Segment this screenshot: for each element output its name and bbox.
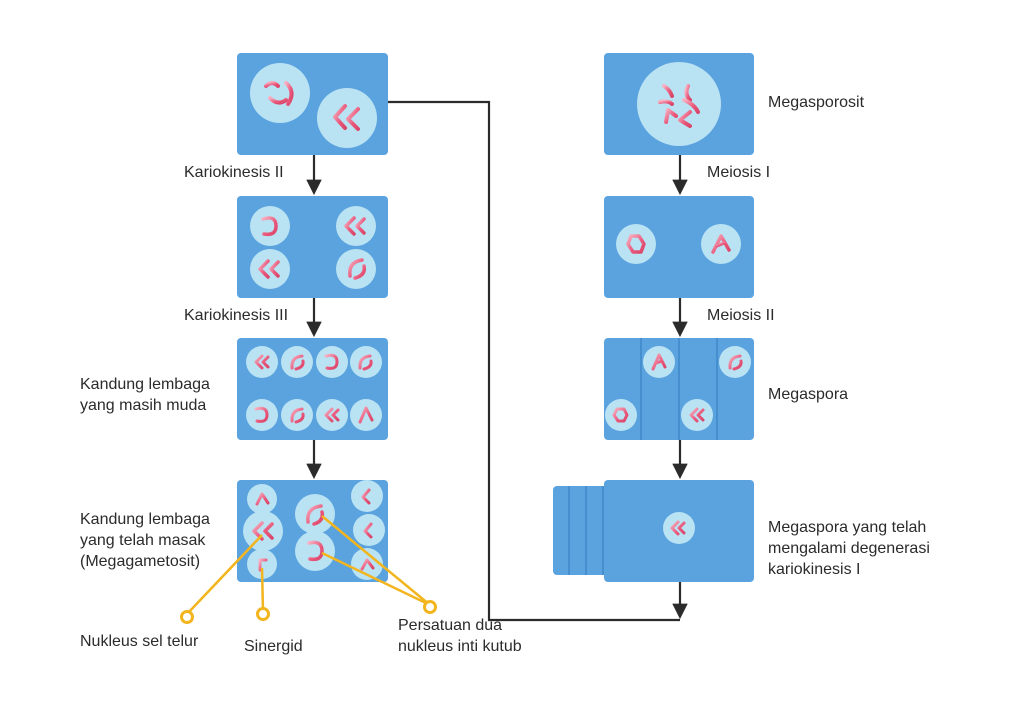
nucleus — [316, 346, 348, 378]
nucleus — [353, 514, 385, 546]
nucleus — [350, 399, 382, 431]
egg-nucleus — [243, 511, 283, 551]
nucleus — [681, 399, 713, 431]
label-line: Megaspora yang telah — [768, 519, 927, 536]
label-line: Persatuan dua — [398, 617, 503, 634]
nucleus — [246, 399, 278, 431]
label-sinergid: Sinergid — [244, 638, 303, 655]
nucleus — [350, 346, 382, 378]
nucleus — [701, 224, 741, 264]
callout-marker — [256, 607, 270, 621]
nucleus — [605, 399, 637, 431]
polar-nucleus — [295, 531, 335, 571]
cell-megaspora — [604, 338, 754, 440]
cell-kandung-lembaga-masak — [237, 480, 388, 582]
label-megasporosit: Megasporosit — [768, 94, 865, 111]
label-line: Kandung lembaga — [80, 511, 210, 528]
label-kariokinesis-2: Kariokinesis II — [184, 164, 284, 181]
connector-line — [388, 100, 680, 622]
label-kariokinesis-3: Kariokinesis III — [184, 307, 289, 324]
label-megaspora: Megaspora — [768, 386, 849, 403]
cell-megaspora-degenerasi — [553, 480, 754, 582]
nucleus — [336, 206, 376, 246]
nucleus — [317, 88, 377, 148]
nucleus — [281, 346, 313, 378]
cell-kariokinesis-3-stage — [237, 196, 388, 298]
nucleus — [316, 399, 348, 431]
cell-kariokinesis-2-stage — [237, 53, 388, 155]
label-line: (Megagametosit) — [80, 553, 201, 570]
label-persatuan: Persatuan dua nukleus inti kutub — [398, 615, 522, 657]
label-line: yang telah masak — [80, 532, 206, 549]
nucleus — [663, 512, 695, 544]
label-meiosis-1: Meiosis I — [707, 164, 771, 181]
synergid — [247, 484, 277, 514]
nucleus — [351, 480, 383, 512]
label-meiosis-2: Meiosis II — [707, 307, 775, 324]
nucleus — [250, 206, 290, 246]
nucleus — [616, 224, 656, 264]
label-line: kariokinesis I — [768, 561, 861, 578]
nucleus — [281, 399, 313, 431]
nucleus — [250, 249, 290, 289]
polar-nucleus — [295, 494, 335, 534]
cell-kandung-lembaga-muda — [237, 338, 388, 440]
label-kandung-masak: Kandung lembaga yang telah masak (Megaga… — [80, 509, 210, 572]
label-line: yang masih muda — [80, 397, 207, 414]
label-kandung-muda: Kandung lembaga yang masih muda — [80, 374, 210, 416]
callout-marker — [423, 600, 437, 614]
nucleus — [246, 346, 278, 378]
callout-marker — [180, 610, 194, 624]
label-line: nukleus inti kutub — [398, 638, 522, 655]
label-line: mengalami degenerasi — [768, 540, 930, 557]
callout-lines — [180, 515, 437, 624]
label-nukleus-sel-telur: Nukleus sel telur — [80, 633, 199, 650]
synergid — [247, 549, 277, 579]
nucleus — [336, 249, 376, 289]
nucleus — [250, 63, 310, 123]
nucleus — [643, 346, 675, 378]
cell-meiosis-1 — [604, 196, 754, 298]
label-line: Kandung lembaga — [80, 376, 210, 393]
cell-megasporosit — [604, 53, 754, 155]
nucleus — [719, 346, 751, 378]
label-megaspora-degenerasi: Megaspora yang telah mengalami degeneras… — [768, 517, 930, 580]
